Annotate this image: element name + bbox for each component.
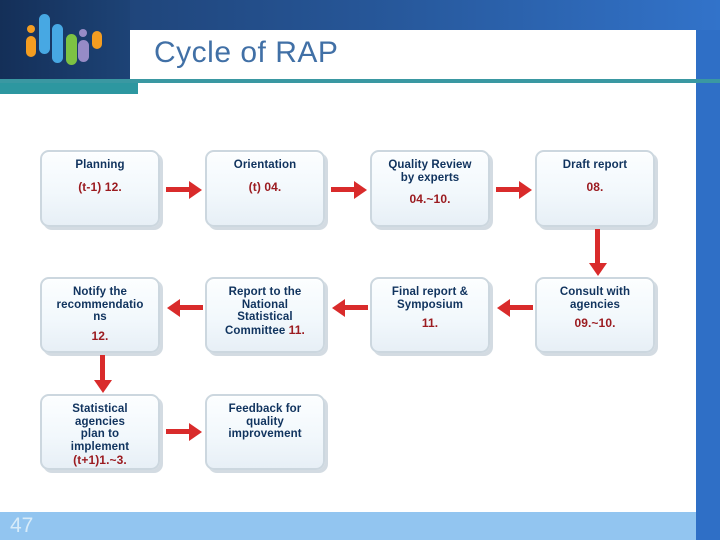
box-date: 11. [421, 316, 439, 330]
box-title: Consult with agencies [559, 286, 631, 311]
logo-bar [27, 25, 35, 33]
page-number: 47 [10, 514, 34, 537]
footer-bar [0, 512, 720, 540]
logo-bar [66, 34, 77, 65]
box-title: Draft report [562, 159, 628, 171]
box-date: 11. [288, 322, 305, 337]
box-date: (t+1)1.~3. [73, 453, 127, 467]
right-accent-bar [696, 30, 720, 540]
arrow-committee-to-notify [167, 298, 203, 317]
box-title: Quality Review by experts [388, 159, 472, 184]
arrow-final-report-to-committee [332, 298, 368, 317]
flow-box-planning: Planning (t-1) 12. [40, 150, 160, 227]
flow-box-notify-recommendations: Notify the recommendatio ns 12. [40, 277, 160, 353]
flow-box-quality-review: Quality Review by experts 04.~10. [370, 150, 490, 227]
arrow-consult-to-final-report [497, 298, 533, 317]
flow-box-draft-report: Draft report 08. [535, 150, 655, 227]
logo-bar [26, 36, 36, 57]
box-date: 04.~10. [409, 192, 451, 206]
box-title: Final report & Symposium [391, 286, 469, 311]
header-underline [0, 79, 720, 83]
logo-bar [78, 40, 89, 62]
page-title: Cycle of RAP [154, 36, 339, 69]
arrow-planning-to-orientation [166, 180, 202, 199]
arrow-orientation-to-quality-review [331, 180, 367, 199]
bar-chart-logo-icon [0, 0, 130, 79]
arrow-draft-report-to-consult-agencies [588, 229, 607, 276]
logo-bar [92, 31, 102, 49]
arrow-statistical-agencies-to-feedback [166, 422, 202, 441]
box-title: Feedback for quality improvement [228, 403, 302, 440]
box-date: (t-1) 12. [78, 179, 122, 194]
box-date: (t) 04. [248, 179, 282, 194]
box-title: Notify the recommendatio ns [56, 286, 144, 323]
flow-box-statistical-agencies-plan: Statistical agencies plan to implement (… [40, 394, 160, 470]
flow-box-feedback-quality: Feedback for quality improvement [205, 394, 325, 470]
box-date: 09.~10. [574, 316, 616, 330]
logo-bar [39, 14, 50, 54]
arrow-quality-review-to-draft-report [496, 180, 532, 199]
flow-box-final-report-symposium: Final report & Symposium 11. [370, 277, 490, 353]
flow-box-consult-agencies: Consult with agencies 09.~10. [535, 277, 655, 353]
logo-bar [52, 24, 63, 63]
box-date: 08. [586, 179, 604, 194]
box-title: Statistical agencies plan to implement [70, 403, 130, 453]
logo-bar [79, 29, 87, 37]
box-title: Orientation [233, 159, 297, 171]
teal-accent-bar [0, 83, 138, 94]
box-title: Report to the National Statistical Commi… [225, 286, 302, 337]
arrow-notify-to-statistical-agencies [93, 355, 112, 393]
box-title: Planning [75, 159, 125, 171]
flow-box-orientation: Orientation (t) 04. [205, 150, 325, 227]
box-date: 12. [91, 328, 109, 343]
flow-box-report-committee: Report to the National Statistical Commi… [205, 277, 325, 353]
